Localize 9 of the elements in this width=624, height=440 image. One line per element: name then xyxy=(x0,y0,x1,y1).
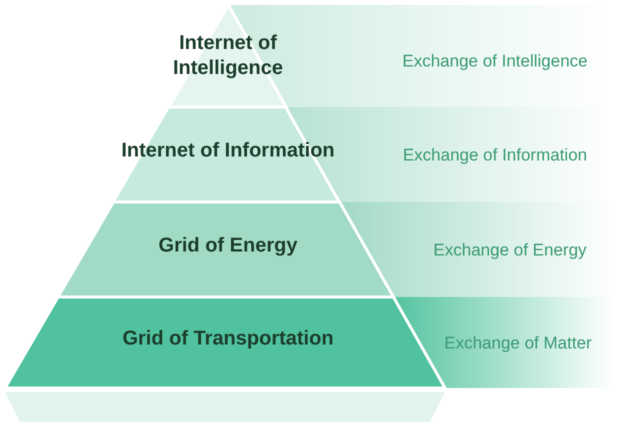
exchange-label: Exchange of Matter xyxy=(443,332,593,354)
reflection-shape xyxy=(5,392,445,422)
layer-label: Internet of Intelligence xyxy=(172,31,284,81)
layer-label: Grid of Transportation xyxy=(121,326,335,351)
exchange-label: Exchange of Intelligence xyxy=(401,50,589,72)
exchange-label: Exchange of Information xyxy=(402,144,588,166)
layer-label: Internet of Information xyxy=(120,138,336,163)
layer-label: Grid of Energy xyxy=(158,233,298,258)
exchange-label: Exchange of Energy xyxy=(432,238,588,260)
